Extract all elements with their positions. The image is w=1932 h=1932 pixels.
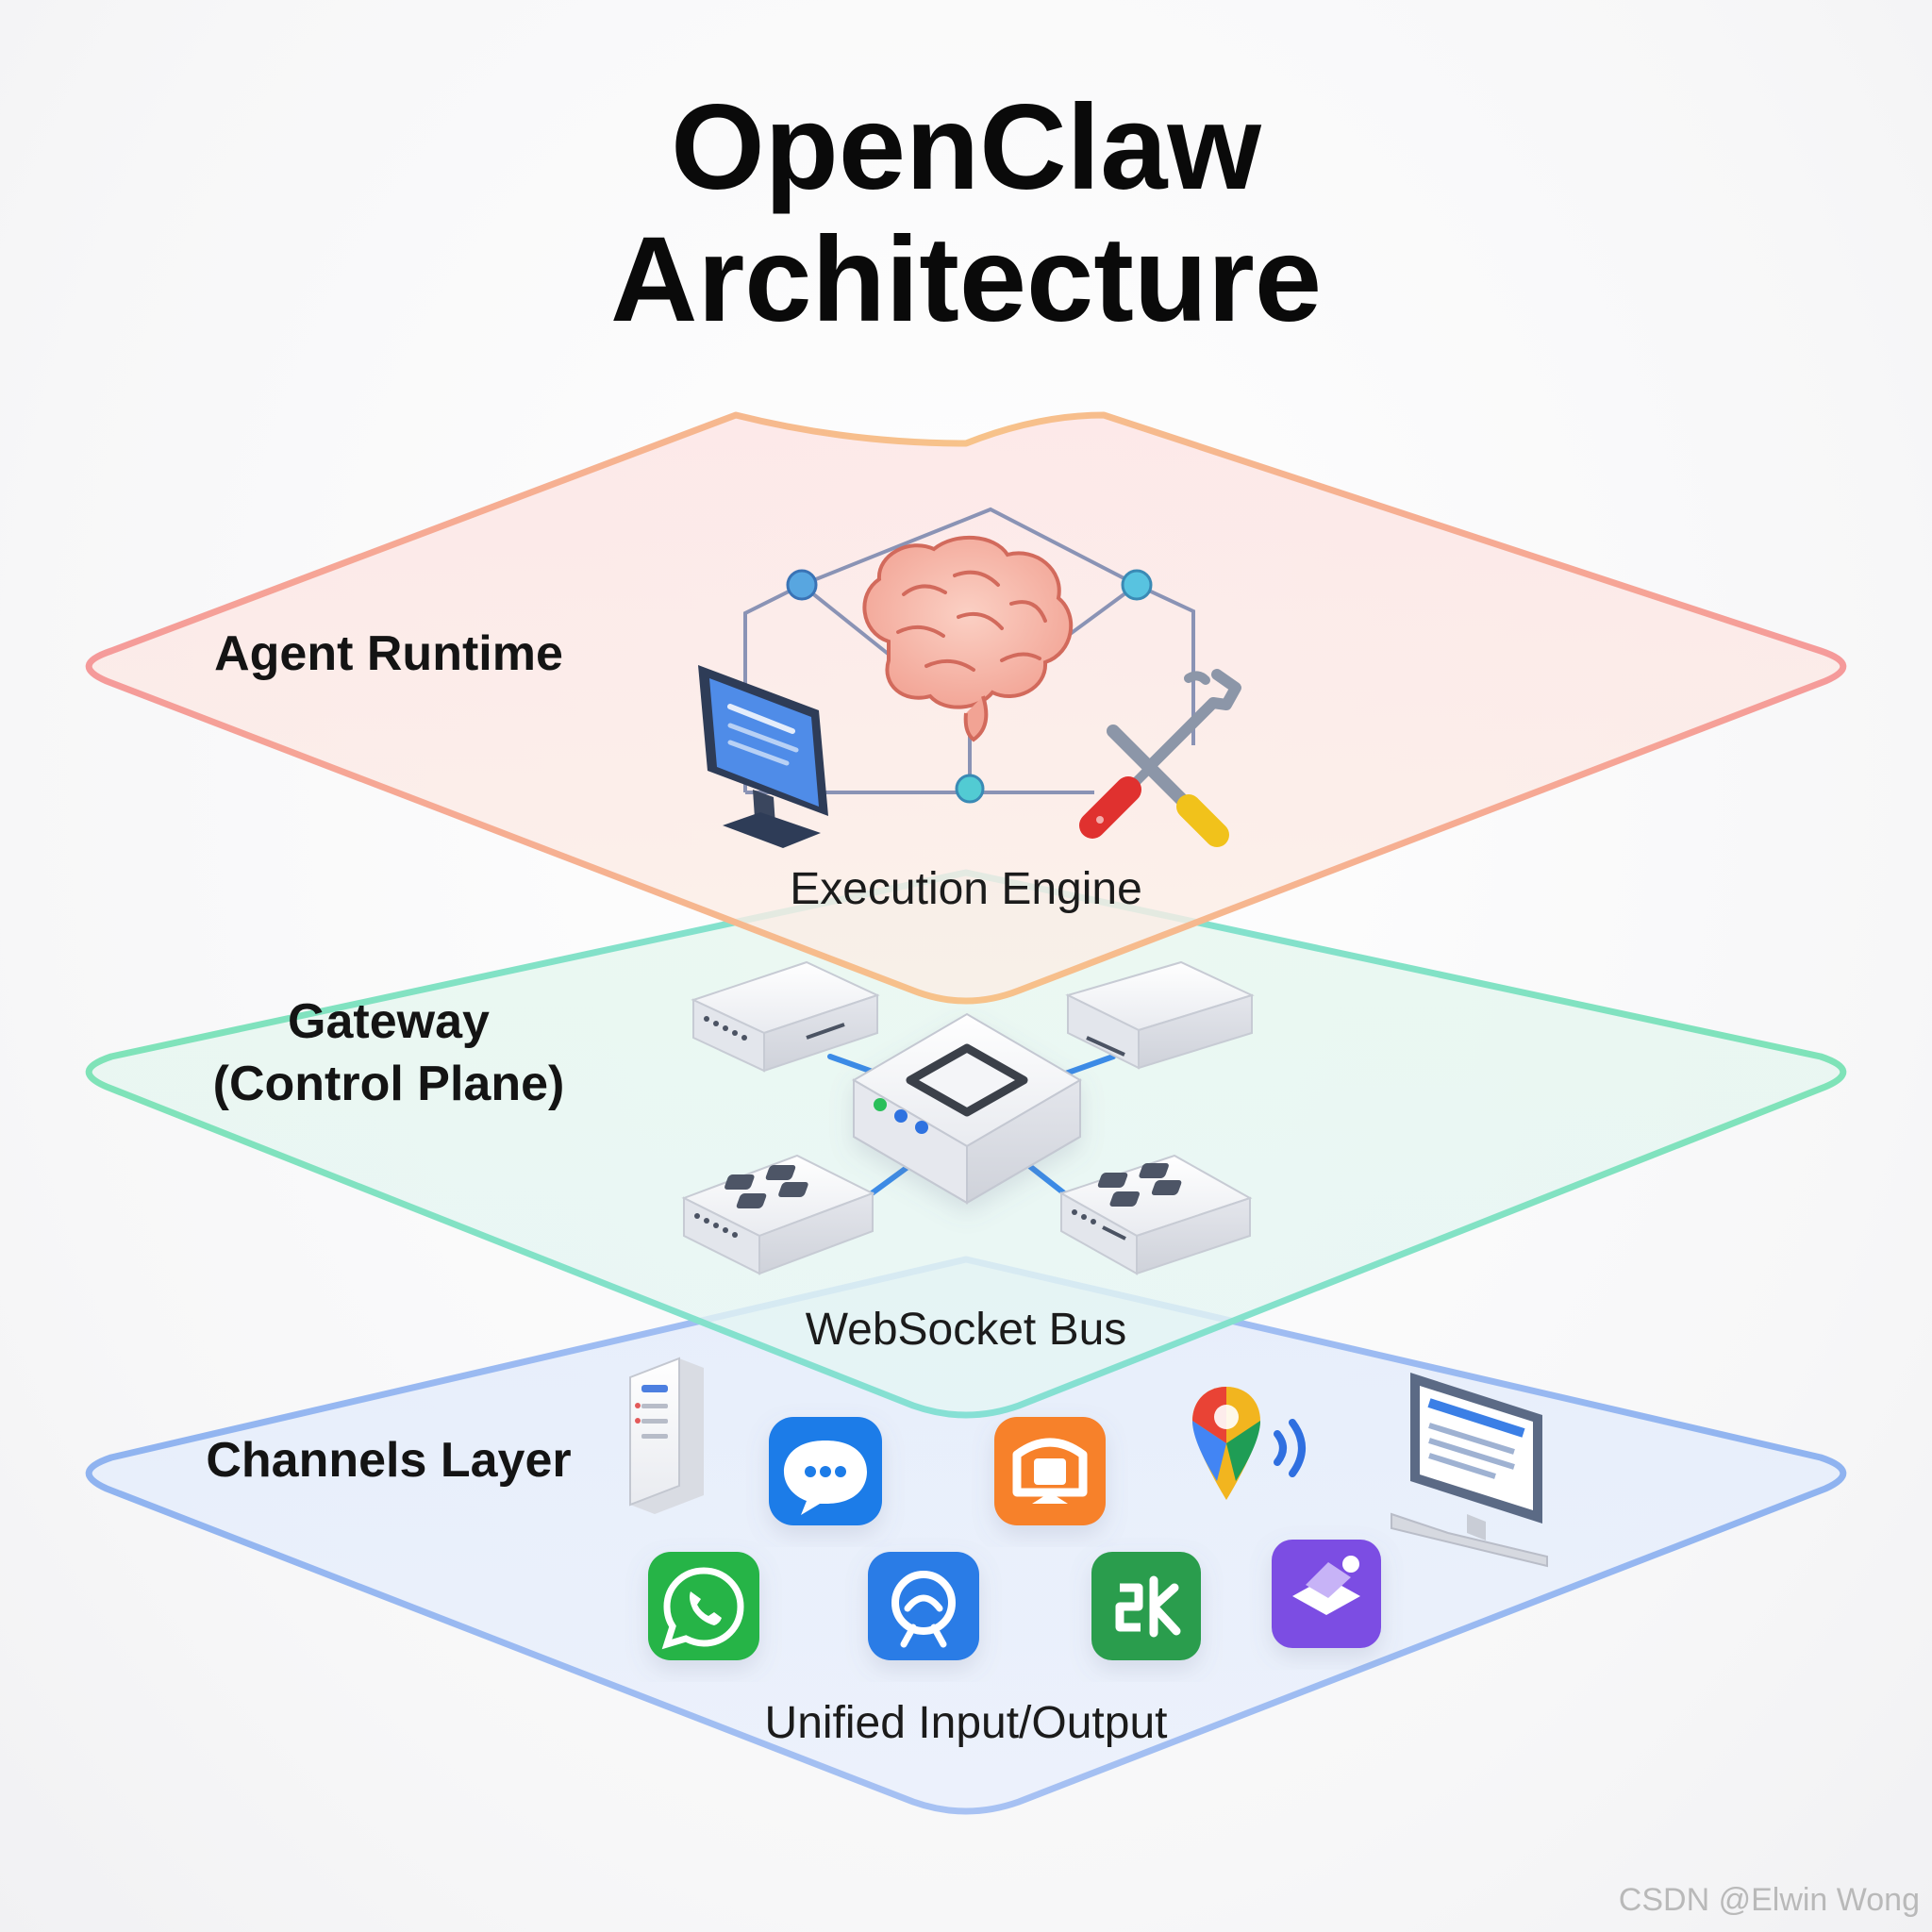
whatsapp-icon xyxy=(648,1552,759,1660)
gateway-layer-name-line-1: Gateway xyxy=(288,994,490,1049)
gateway-layer-name-line-2: (Control Plane) xyxy=(213,1057,565,1111)
green-app-icon xyxy=(1091,1552,1201,1660)
channels-layer-name: Channels Layer xyxy=(206,1433,571,1488)
title-line-1: OpenClaw xyxy=(671,80,1261,215)
channels-layer: Channels Layer Unified Input/Output xyxy=(85,1256,1847,1815)
agent-runtime-layer: Agent Runtime Execution Engine xyxy=(85,411,1847,1005)
agent-runtime-layer-caption: Execution Engine xyxy=(790,864,1142,914)
watermark-text: CSDN @Elwin Wong xyxy=(1619,1882,1920,1918)
network-switch-icon xyxy=(1065,960,1255,1070)
channels-layer-plate xyxy=(85,1256,1847,1815)
purple-app-icon xyxy=(1272,1540,1381,1648)
tools-icon xyxy=(1079,669,1241,847)
chat-bubble-icon xyxy=(769,1417,882,1525)
channels-layer-caption: Unified Input/Output xyxy=(765,1698,1168,1748)
network-node-icon xyxy=(786,569,1153,804)
network-switch-icon xyxy=(681,1154,875,1275)
router-hub-icon xyxy=(852,1012,1082,1205)
network-switch-icon xyxy=(691,960,880,1073)
gateway-layer: Gateway (Control Plane) WebSocket Bus xyxy=(85,869,1847,1419)
server-icon xyxy=(629,1357,704,1514)
map-pin-signal-icon xyxy=(1192,1387,1306,1500)
gateway-layer-caption: WebSocket Bus xyxy=(806,1305,1127,1355)
orange-app-icon xyxy=(994,1417,1106,1525)
brain-icon xyxy=(862,536,1074,742)
network-switch-icon xyxy=(1058,1154,1253,1275)
agent-runtime-layer-name: Agent Runtime xyxy=(214,626,563,681)
blue-app-icon xyxy=(868,1552,979,1660)
desktop-computer-icon xyxy=(1391,1373,1548,1568)
monitor-icon xyxy=(698,665,828,848)
title-block: OpenClaw Architecture xyxy=(610,80,1322,347)
title-line-2: Architecture xyxy=(610,212,1322,347)
